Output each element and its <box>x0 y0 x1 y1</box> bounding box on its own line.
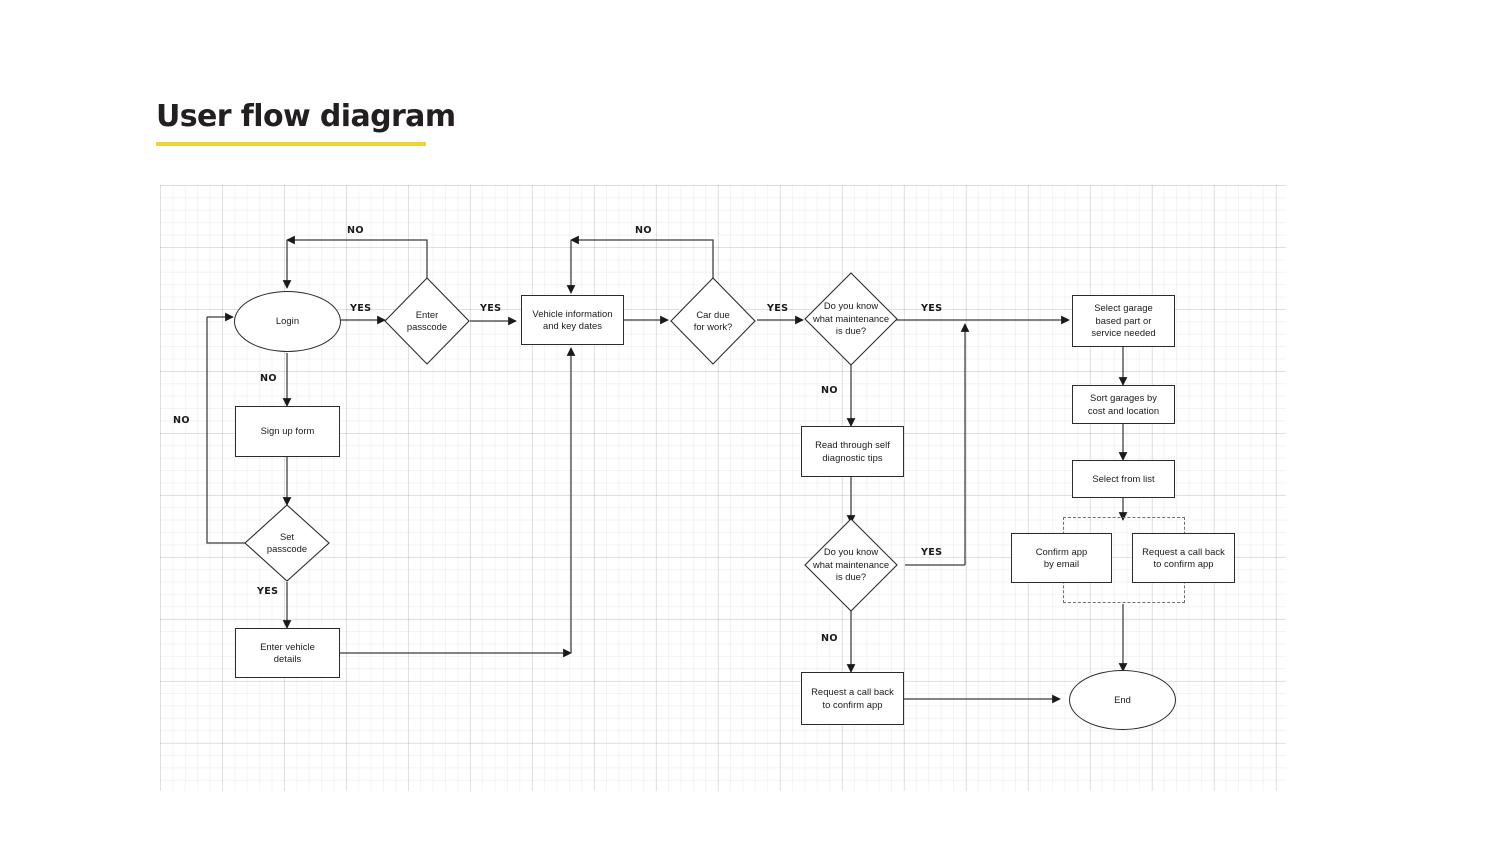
node-vehicle-information[interactable]: Vehicle information and key dates <box>521 295 624 345</box>
node-self-diagnostic-tips-line2: diagnostic tips <box>822 451 883 463</box>
node-select-from-list[interactable]: Select from list <box>1072 460 1175 498</box>
flowchart-edges <box>206 235 1128 704</box>
edge-label-yes-maint1-to-garage: YES <box>921 303 943 314</box>
node-select-garage-line1: Select garage <box>1094 302 1153 314</box>
node-enter-passcode[interactable]: Enter passcode <box>384 277 470 365</box>
node-self-diagnostic-tips[interactable]: Read through self diagnostic tips <box>801 426 904 477</box>
edge-car-due-no-top <box>570 235 714 278</box>
edge-label-no-setpasscode-to-login: NO <box>173 415 190 426</box>
node-login-label: Login <box>275 315 300 327</box>
node-request-call-back-lower[interactable]: Request a call back to confirm app <box>801 672 904 725</box>
diamond-shape-icon <box>804 272 898 366</box>
node-set-passcode-line1: Set <box>279 530 295 542</box>
node-car-due-line2: for work? <box>693 321 733 332</box>
node-maintenance-known-2-label: Do you know what maintenance is due? <box>804 518 898 612</box>
node-maintenance-2-line3: is due? <box>835 571 867 583</box>
node-enter-vehicle-details-line2: details <box>273 653 302 664</box>
node-maintenance-2-line1: Do you know <box>823 546 879 558</box>
node-enter-vehicle-details-line1: Enter vehicle <box>260 640 315 652</box>
diamond-shape-icon <box>804 518 898 612</box>
node-enter-passcode-line1: Enter <box>415 308 439 320</box>
node-maintenance-1-line1: Do you know <box>823 300 879 312</box>
node-vehicle-information-line1: Vehicle information <box>532 307 613 319</box>
node-set-passcode-label: Set passcode <box>244 504 330 582</box>
edge-label-yes-setpasscode-to-details: YES <box>257 586 279 597</box>
node-sort-garages-line1: Sort garages by <box>1090 392 1157 404</box>
node-request-call-back-group-line1: Request a call back <box>1142 545 1225 557</box>
node-request-call-back-group[interactable]: Request a call back to confirm app <box>1132 533 1235 583</box>
node-enter-passcode-label: Enter passcode <box>384 277 470 365</box>
node-maintenance-2-line2: what maintenance <box>812 558 890 570</box>
edge-label-yes-login-to-passcode: YES <box>350 303 372 314</box>
node-car-due-for-work[interactable]: Car due for work? <box>670 277 756 365</box>
node-select-from-list-label: Select from list <box>1092 472 1155 484</box>
node-vehicle-information-line2: and key dates <box>542 320 602 331</box>
flowchart-canvas: Login Enter passcode Sign up form <box>160 185 1286 791</box>
node-maintenance-known-1[interactable]: Do you know what maintenance is due? <box>804 272 898 366</box>
edge-label-yes-passcode-to-vehicle: YES <box>480 303 502 314</box>
node-self-diagnostic-tips-line1: Read through self <box>815 439 890 451</box>
diamond-shape-icon <box>244 504 330 582</box>
node-set-passcode-line2: passcode <box>266 543 308 554</box>
edge-label-yes-maint2-to-garage: YES <box>921 547 943 558</box>
edge-label-no-maint1-to-tips: NO <box>821 385 838 396</box>
node-sort-garages[interactable]: Sort garages by cost and location <box>1072 385 1175 424</box>
node-set-passcode[interactable]: Set passcode <box>244 504 330 582</box>
node-maintenance-known-2[interactable]: Do you know what maintenance is due? <box>804 518 898 612</box>
title-block: User flow diagram <box>156 100 756 146</box>
node-car-due-for-work-label: Car due for work? <box>670 277 756 365</box>
node-car-due-line1: Car due <box>696 308 730 320</box>
edge-label-yes-cardue-to-maint: YES <box>767 303 789 314</box>
node-sort-garages-line2: cost and location <box>1087 404 1160 416</box>
edge-set-passcode-no <box>206 317 245 544</box>
node-maintenance-known-1-label: Do you know what maintenance is due? <box>804 272 898 366</box>
edge-label-no-cardue-to-vehicle: NO <box>635 225 652 236</box>
node-request-call-back-group-line2: to confirm app <box>1153 558 1214 569</box>
node-maintenance-1-line2: what maintenance <box>812 312 890 324</box>
node-enter-passcode-line2: passcode <box>406 321 448 332</box>
diamond-shape-icon <box>384 277 470 365</box>
edge-enter-passcode-no-top <box>286 235 428 278</box>
node-confirm-app-email-line2: by email <box>1043 558 1080 569</box>
node-select-garage[interactable]: Select garage based part or service need… <box>1072 295 1175 347</box>
title-underline <box>156 142 426 146</box>
edge-label-no-maint2-to-callback: NO <box>821 633 838 644</box>
edge-label-no-passcode-to-login: NO <box>347 225 364 236</box>
node-sign-up-form[interactable]: Sign up form <box>235 406 340 457</box>
page-title: User flow diagram <box>156 99 456 134</box>
node-request-call-back-lower-line2: to confirm app <box>822 698 883 710</box>
node-confirm-app-email[interactable]: Confirm app by email <box>1011 533 1112 583</box>
node-maintenance-1-line3: is due? <box>835 325 867 337</box>
node-end[interactable]: End <box>1069 670 1176 730</box>
node-confirm-app-email-line1: Confirm app <box>1035 545 1088 557</box>
node-request-call-back-lower-line1: Request a call back <box>811 686 894 698</box>
node-end-label: End <box>1114 693 1131 705</box>
diamond-shape-icon <box>670 277 756 365</box>
node-select-garage-line3: service needed <box>1091 327 1156 339</box>
node-login[interactable]: Login <box>234 291 341 352</box>
node-select-garage-line2: based part or <box>1095 314 1152 326</box>
node-sign-up-form-label: Sign up form <box>260 425 315 437</box>
edge-label-no-login-to-signup: NO <box>260 373 277 384</box>
node-enter-vehicle-details[interactable]: Enter vehicle details <box>235 628 340 678</box>
